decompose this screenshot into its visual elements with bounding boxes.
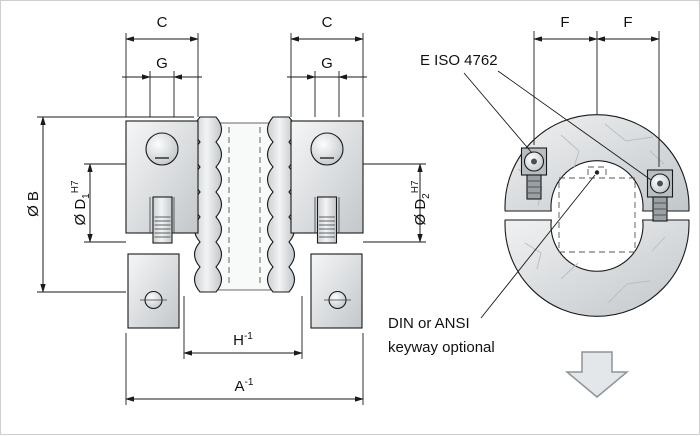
dim-label-h: H-1 bbox=[233, 331, 253, 349]
dim-label-f-left: F bbox=[560, 14, 569, 31]
dim-label-d1: Ø D1H7 bbox=[70, 180, 92, 225]
dim-d1: Ø D1H7 bbox=[70, 163, 126, 243]
clamp-ring bbox=[504, 114, 690, 317]
clamp-screw-right bbox=[316, 196, 338, 244]
dim-label-c-right: C bbox=[322, 14, 333, 31]
dim-b: Ø B bbox=[25, 116, 194, 293]
dim-c-right: C bbox=[290, 14, 364, 117]
hub-right-lower-block bbox=[310, 253, 363, 329]
keyway-notch bbox=[587, 166, 607, 179]
dim-h: H-1 bbox=[183, 296, 303, 359]
right-view-front: F F E ISO 4762 DIN or ANSI keyway option… bbox=[388, 14, 690, 398]
dim-label-g-right: G bbox=[321, 55, 333, 72]
center-spacer bbox=[215, 122, 274, 291]
dim-label-d2: Ø D2H7 bbox=[410, 180, 432, 225]
hub-left-lower-block bbox=[127, 253, 180, 329]
dim-g-left: G bbox=[122, 55, 202, 117]
socket-screw-right bbox=[646, 169, 674, 222]
hub-left bbox=[125, 120, 199, 329]
screw-spec-annotation: E ISO 4762 bbox=[420, 52, 652, 181]
keyway-hidden-outline bbox=[558, 177, 636, 253]
keyway-note-line1: DIN or ANSI bbox=[388, 315, 470, 332]
dim-label-f-right: F bbox=[623, 14, 632, 31]
screw-bore-right bbox=[310, 132, 344, 166]
keyway-note-line2: keyway optional bbox=[388, 339, 495, 356]
dim-a: A-1 bbox=[125, 333, 364, 405]
hub-right bbox=[290, 120, 364, 329]
dim-d2: Ø D2H7 bbox=[363, 163, 432, 243]
left-view-section: C C G G Ø B bbox=[25, 14, 432, 405]
screw-spec-label: E ISO 4762 bbox=[420, 52, 498, 69]
dim-c-left: C bbox=[125, 14, 199, 117]
clamp-screw-left bbox=[152, 196, 173, 244]
keyway-annotation: DIN or ANSI keyway optional bbox=[388, 174, 596, 356]
down-arrow-icon bbox=[564, 351, 630, 398]
keyway-leader-dot bbox=[594, 170, 600, 175]
dim-label-g-left: G bbox=[156, 55, 168, 72]
dim-f: F F bbox=[533, 14, 660, 167]
dim-g-right: G bbox=[287, 55, 367, 117]
dim-label-c-left: C bbox=[157, 14, 168, 31]
socket-screw-left bbox=[520, 147, 548, 200]
dim-label-a: A-1 bbox=[235, 377, 254, 395]
dim-label-b: Ø B bbox=[25, 191, 42, 217]
disc-pack-left bbox=[193, 116, 223, 293]
screw-bore-left bbox=[145, 132, 179, 166]
